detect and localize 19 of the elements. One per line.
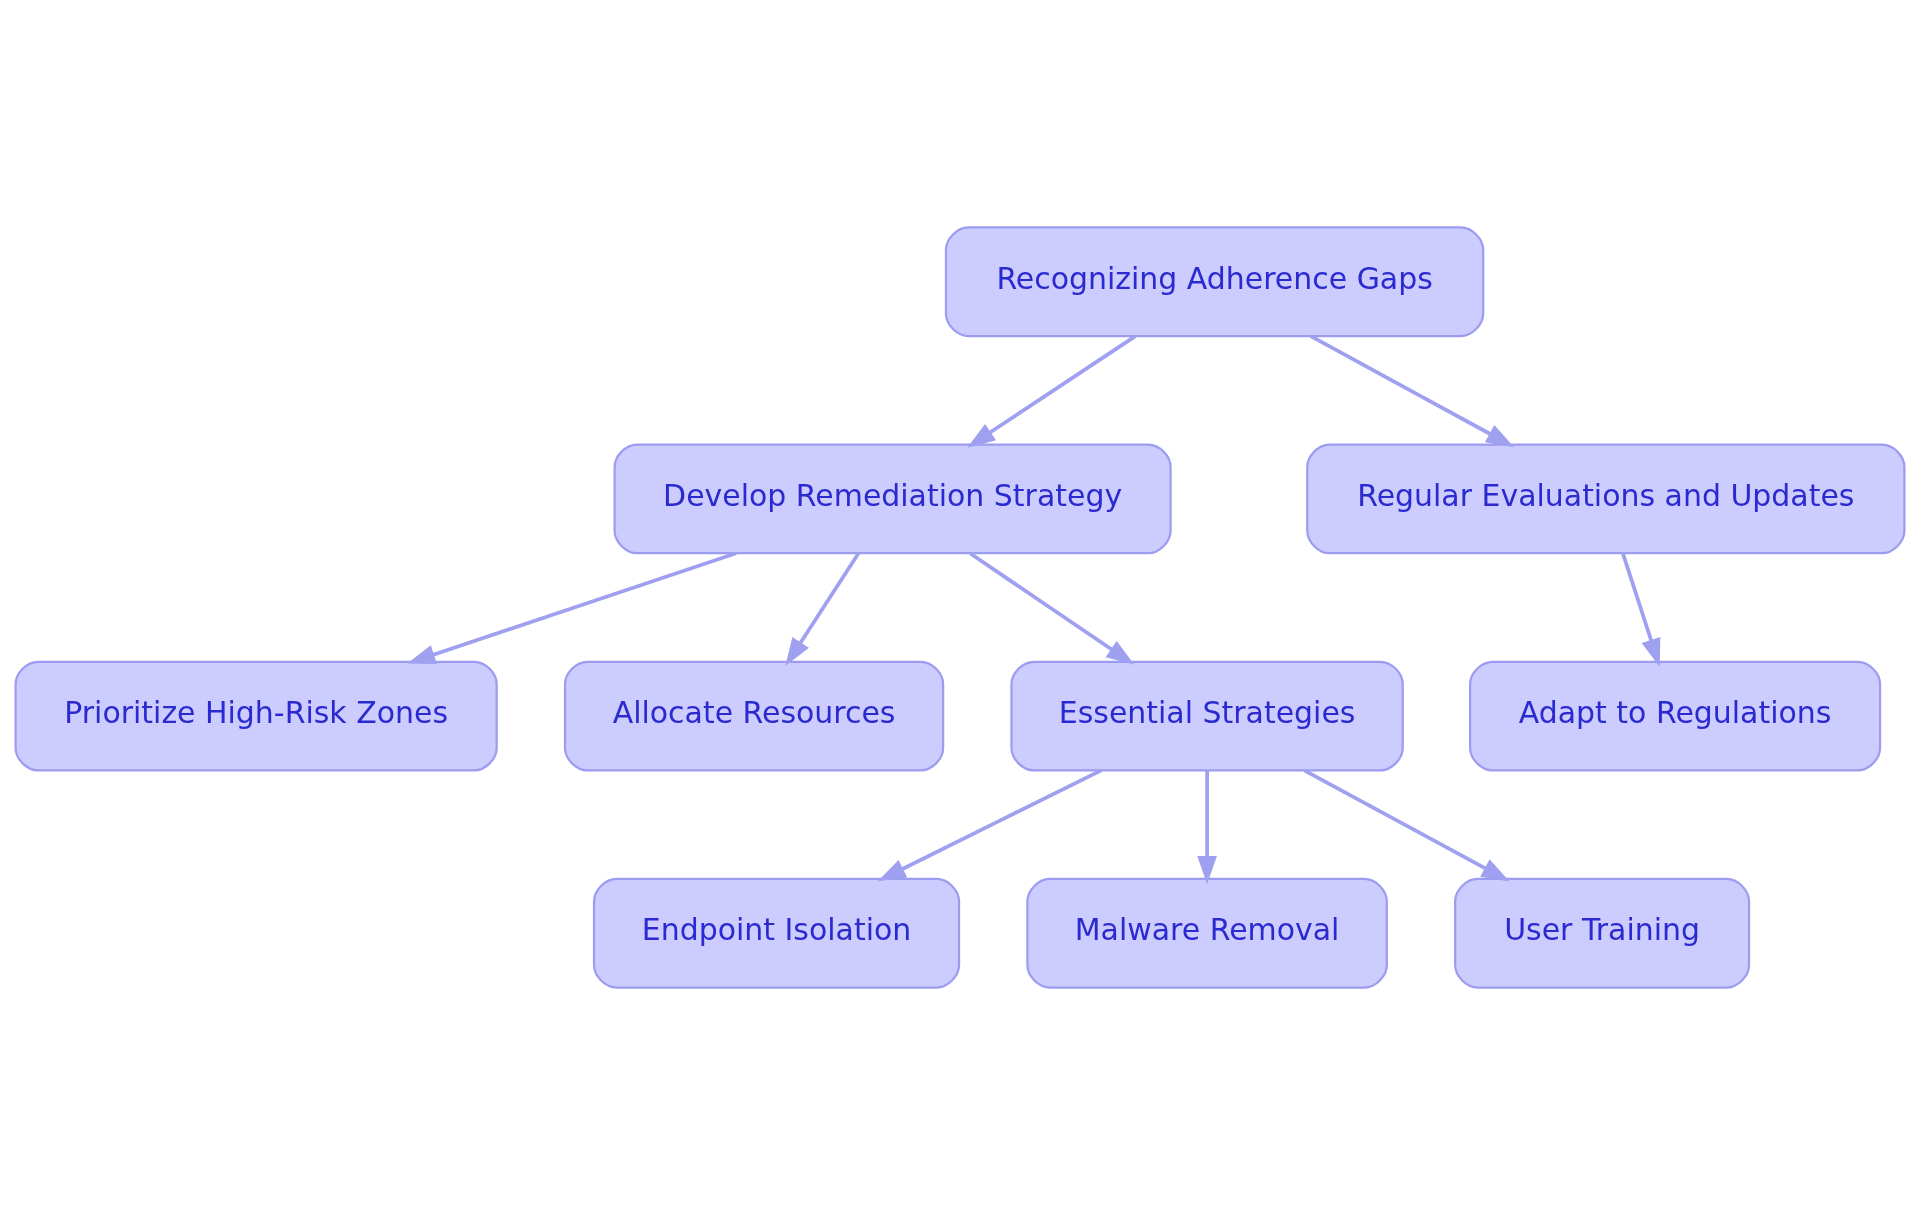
arrow xyxy=(785,552,860,667)
arrow xyxy=(1197,770,1217,885)
arrow xyxy=(1309,334,1515,448)
arrow xyxy=(969,552,1135,665)
node-box: User Training xyxy=(1454,877,1751,989)
arrow xyxy=(407,551,737,664)
arrow xyxy=(1621,552,1661,667)
arrow xyxy=(967,334,1137,448)
node-box: Adapt to Regulations xyxy=(1469,660,1882,772)
node-box: Prioritize High-Risk Zones xyxy=(14,660,498,772)
node-box: Essential Strategies xyxy=(1010,660,1404,772)
node-box: Recognizing Adherence Gaps xyxy=(944,226,1485,338)
node-box: Endpoint Isolation xyxy=(592,877,961,989)
node-box: Allocate Resources xyxy=(563,660,945,772)
node-box: Develop Remediation Strategy xyxy=(613,443,1172,555)
arrow xyxy=(1303,768,1510,882)
arrow xyxy=(877,768,1103,882)
node-box: Regular Evaluations and Updates xyxy=(1306,443,1906,555)
node-box: Malware Removal xyxy=(1026,877,1388,989)
